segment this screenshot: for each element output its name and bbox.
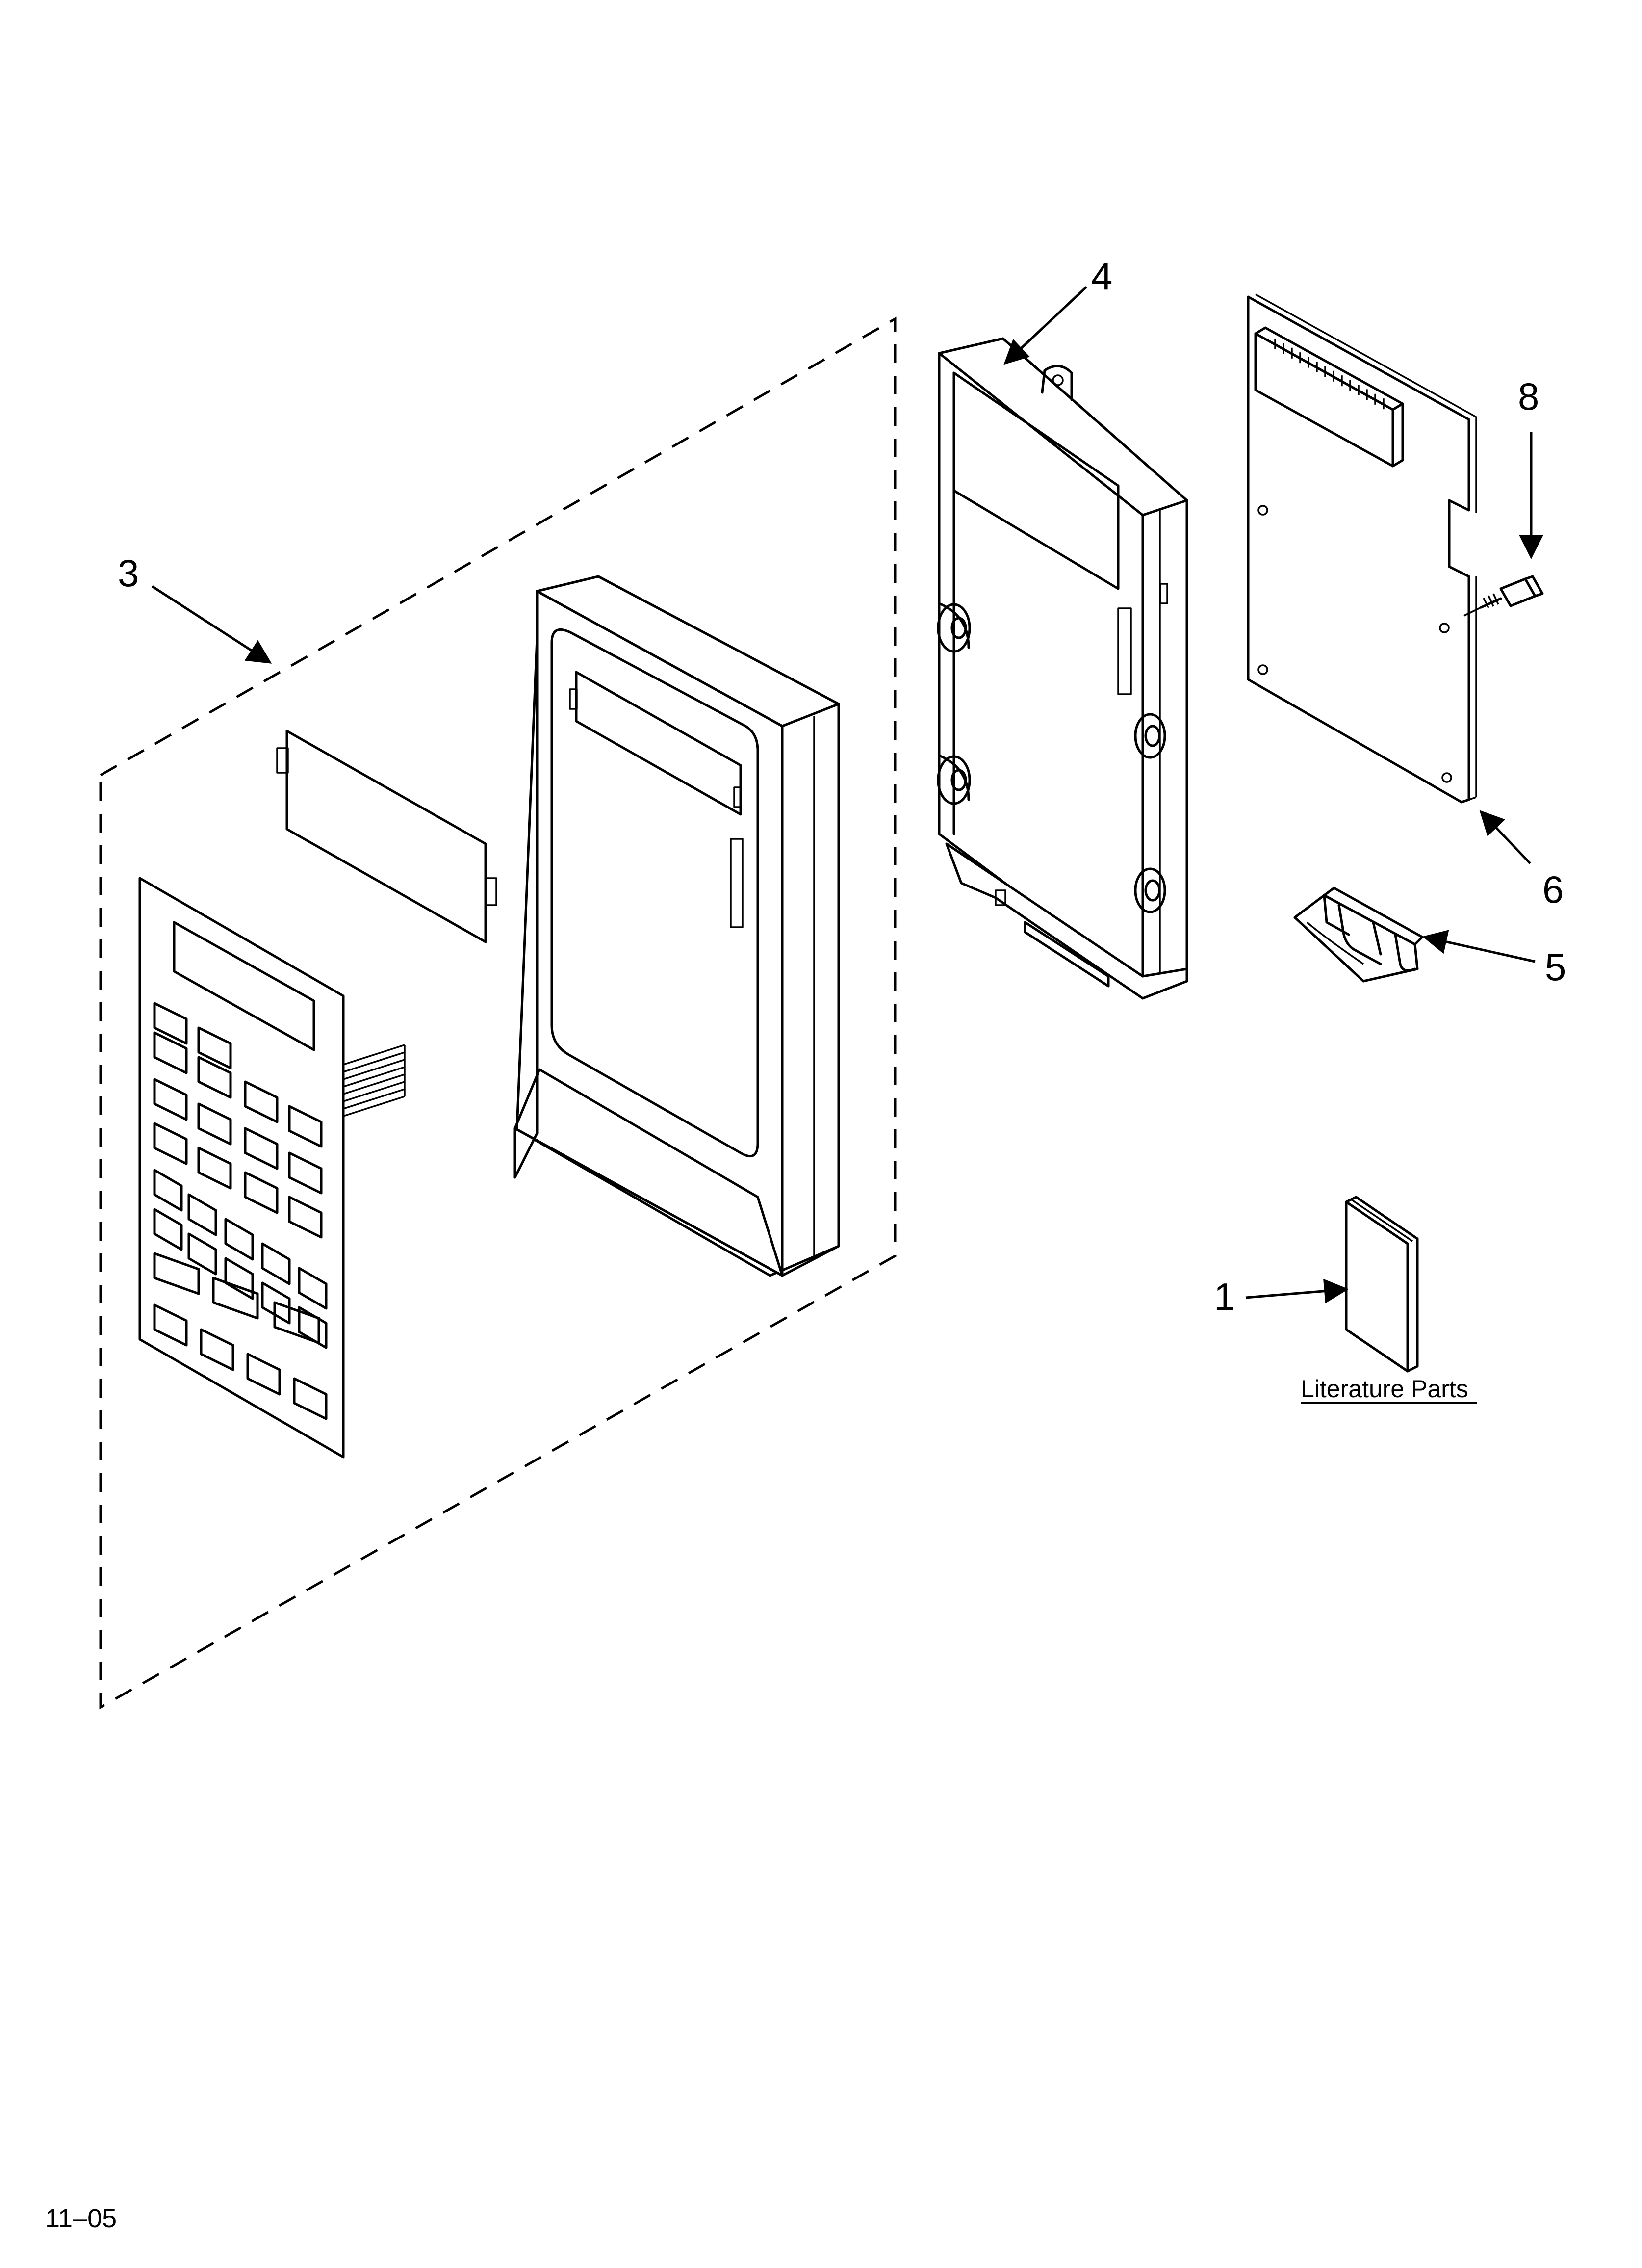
keypad-key: [153, 1002, 188, 1045]
part-5-bracket: [1293, 886, 1424, 983]
callout-6: 6: [1542, 868, 1564, 911]
keypad-key: [261, 1281, 291, 1325]
keypad-key: [197, 1102, 232, 1146]
display-lens: [276, 730, 497, 943]
keypad-key: [153, 1252, 200, 1295]
callout-8: 8: [1518, 375, 1539, 418]
control-panel-frame: [513, 575, 840, 1277]
keypad-key: [288, 1105, 323, 1148]
keypad-key: [224, 1218, 254, 1261]
keypad-key: [212, 1277, 259, 1320]
keypad-key: [153, 1169, 183, 1212]
keypad-membrane: [138, 877, 406, 1459]
keypad-key: [200, 1328, 234, 1371]
part-4-housing: [937, 337, 1188, 1000]
keypad-key: [288, 1151, 323, 1195]
keypad-key: [244, 1127, 279, 1170]
keypad-key: [187, 1193, 217, 1236]
keypad-key: [153, 1078, 188, 1121]
part-6-circuit-board: [1247, 293, 1477, 804]
callout-3: 3: [118, 551, 139, 595]
keypad-key: [298, 1267, 328, 1310]
assembly-boundary-dashed: [99, 316, 897, 1710]
keypad-key: [244, 1080, 279, 1123]
callout-4: 4: [1091, 255, 1112, 298]
keypad-key: [153, 1031, 188, 1074]
keypad-key: [246, 1353, 281, 1396]
keypad-key: [293, 1377, 328, 1420]
keypad-key: [197, 1026, 232, 1069]
part-1-literature-booklet: [1345, 1196, 1419, 1373]
keypad-key: [187, 1232, 217, 1276]
callout-1: 1: [1214, 1275, 1235, 1318]
keypad-key: [153, 1208, 183, 1251]
keypad-key: [288, 1196, 323, 1239]
footer-code: 11–05: [45, 2204, 117, 2233]
callout-arrows: [151, 286, 1543, 1303]
keypad-key: [261, 1242, 291, 1285]
keypad-key: [197, 1147, 232, 1190]
keypad-key: [273, 1301, 320, 1344]
callout-5: 5: [1545, 945, 1566, 989]
keypad-key: [197, 1056, 232, 1099]
keypad-key: [153, 1303, 188, 1347]
part-8-screw: [1463, 575, 1544, 617]
keypad-key: [244, 1171, 279, 1214]
keypad-key: [224, 1257, 254, 1300]
keypad-key: [153, 1122, 188, 1165]
literature-parts-label: Literature Parts: [1301, 1375, 1468, 1403]
